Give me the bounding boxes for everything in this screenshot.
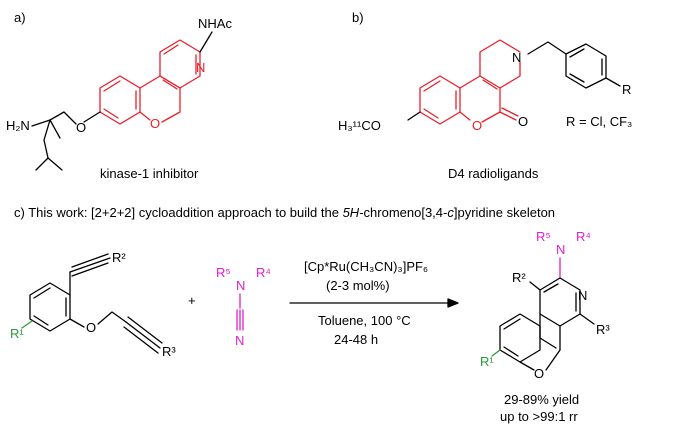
panel-a-caption: kinase-1 inhibitor (100, 166, 199, 181)
panel-b-carbonyl-o: O (518, 114, 528, 129)
diyne-o: O (86, 320, 96, 335)
solvent-text: Toluene, 100 °C (318, 313, 411, 328)
panel-b-ring-o: O (472, 118, 482, 133)
catalyst-text: [Cp*Ru(CH₃CN)₃]PF₆ (304, 259, 428, 274)
diyne-r3: R³ (162, 344, 176, 359)
panel-a-ring-o: O (150, 116, 160, 131)
panel-b-methoxy: H₃¹¹CO (338, 118, 381, 133)
panel-a-nhac: NHAc (198, 16, 232, 31)
diyne-substrate: R² O R³ R¹ (10, 250, 176, 359)
product-r2: R² (512, 270, 526, 285)
product-o: O (534, 366, 544, 381)
cyanamide-substrate: R⁵ N R⁴ N (216, 265, 271, 348)
cyanamide-n-amine: N (236, 278, 245, 293)
panel-c-label: c) This work: [2+2+2] cycloaddition appr… (14, 205, 555, 220)
panel-b-benzyl-ring (565, 43, 607, 89)
panel-b-caption: D4 radioligands (448, 166, 539, 181)
product-n-amine: N (556, 242, 565, 257)
product-r1: R¹ (480, 354, 494, 369)
cyanamide-r4: R⁴ (256, 265, 271, 280)
panel-a: a) NHAc N O O H₂N kina (6, 10, 232, 181)
panel-b-r: R (622, 82, 631, 97)
product-rings (499, 277, 581, 371)
panel-b-ring-n: N (512, 50, 521, 65)
diyne-r1: R¹ (10, 326, 24, 341)
panel-b-r-definition: R = Cl, CF₃ (566, 114, 632, 129)
catalyst-loading: (2-3 mol%) (326, 278, 390, 293)
cyanamide-r5: R⁵ (216, 265, 231, 280)
diyne-r2: R² (112, 250, 126, 265)
time-text: 24-48 h (334, 332, 378, 347)
panel-a-scaffold (99, 39, 201, 125)
product-n-ring: N (578, 288, 587, 303)
panel-a-label: a) (14, 10, 26, 25)
regioselectivity-text: up to >99:1 rr (500, 409, 578, 424)
product-r3: R³ (596, 322, 610, 337)
panel-a-h2n: H₂N (6, 118, 30, 133)
plus-sign: + (188, 293, 196, 308)
panel-b-scaffold (419, 39, 521, 125)
reaction-arrow: [Cp*Ru(CH₃CN)₃]PF₆ (2-3 mol%) Toluene, 1… (289, 259, 459, 347)
panel-a-ring-n: N (196, 60, 205, 75)
cyanamide-n-nitrile: N (235, 333, 244, 348)
yield-text: 29-89% yield (504, 392, 579, 407)
product: R⁵ N R⁴ R² N R³ O R¹ 29-89% yield up to … (480, 229, 610, 424)
product-r5: R⁵ (536, 229, 551, 244)
panel-b-label: b) (352, 10, 364, 25)
panel-b: b) N O O R (338, 10, 632, 181)
panel-a-ether-o: O (76, 120, 86, 135)
product-r4: R⁴ (576, 229, 591, 244)
